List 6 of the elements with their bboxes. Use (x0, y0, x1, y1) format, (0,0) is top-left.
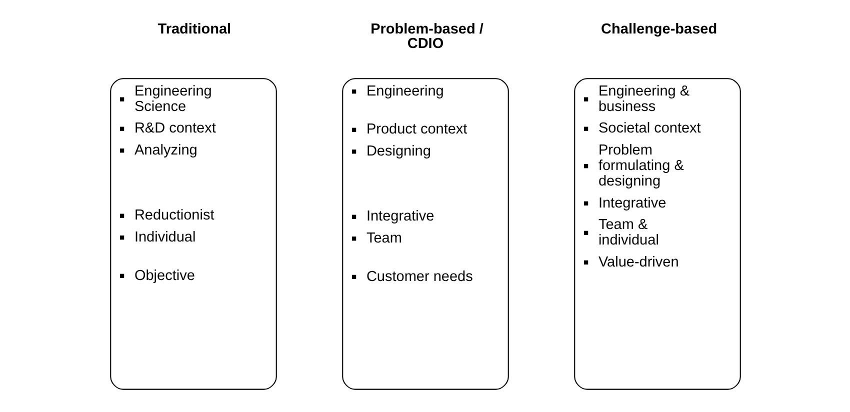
node-label: Challenge-based (600, 21, 717, 38)
node-box: Engineering Science R&D context Analyzing Reductionist Individual Objective (110, 78, 276, 390)
node-label: Problem-based / CDIO (370, 21, 483, 52)
node-box: Engineering & business Societal context Problem formulating & designing Integrative Team & individual Value-driven (574, 78, 740, 390)
node-label: Traditional (157, 21, 231, 38)
node-box: Engineering Product context Designing Integrative Team Customer needs (342, 78, 508, 390)
